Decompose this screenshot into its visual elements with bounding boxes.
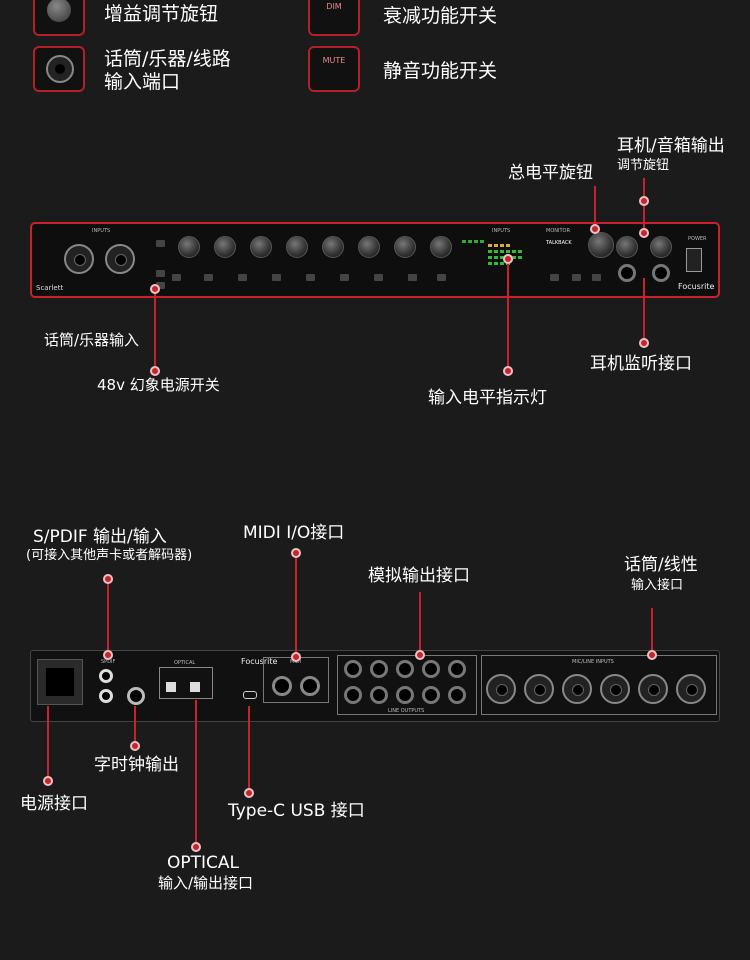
legend-dim: 衰减功能开关 <box>383 5 498 27</box>
front-brand-label: Focusrite <box>678 282 715 291</box>
label-headphone-knob-line1: 耳机/音箱输出 <box>617 136 725 156</box>
meter-inputs-label: INPUTS <box>492 228 511 234</box>
legend-mic-input-line1: 话筒/乐器/线路 <box>104 48 231 70</box>
front-panel: INPUTS Scarlett INPUTS MONITOR TALKBACK … <box>30 222 720 298</box>
combo-jack-icon <box>33 46 85 92</box>
power-label: POWER <box>688 236 707 242</box>
gain-knob-3 <box>250 236 272 258</box>
mute-switch-icon: MUTE <box>308 46 360 92</box>
label-headphone-knob-line2: 调节旋钮 <box>617 158 670 173</box>
label-optical-line1: OPTICAL <box>167 853 240 873</box>
headphone-jack-2 <box>652 264 670 282</box>
midi-in-port <box>300 676 320 696</box>
label-mic-line-line1: 话筒/线性 <box>624 555 698 575</box>
spdif-label: SPDIF <box>101 659 116 665</box>
front-input-1-jack <box>64 244 94 274</box>
label-phantom-power: 48v 幻象电源开关 <box>97 376 220 394</box>
gain-knob-icon <box>33 0 85 36</box>
label-power-socket: 电源接口 <box>20 794 88 814</box>
front-input-2-jack <box>105 244 135 274</box>
back-panel: SPDIF OPTICAL Focusrite MIDI LINE OUTPUT… <box>30 650 720 722</box>
gain-knob-7 <box>394 236 416 258</box>
legend-mute: 静音功能开关 <box>383 60 498 82</box>
label-usb: Type-C USB 接口 <box>228 801 365 821</box>
label-midi: MIDI I/O接口 <box>243 523 345 543</box>
spdif-in-jack <box>99 689 113 703</box>
midi-out-port <box>272 676 292 696</box>
mute-icon-label: MUTE <box>322 56 346 65</box>
midi-group: MIDI <box>263 657 329 703</box>
legend-mic-input-line2: 输入端口 <box>104 71 181 93</box>
spdif-out-jack <box>99 669 113 683</box>
headphone-knob-1 <box>616 236 638 258</box>
gain-knob-8 <box>430 236 452 258</box>
gain-knob-4 <box>286 236 308 258</box>
gain-knob-2 <box>214 236 236 258</box>
optical-group: OPTICAL <box>159 660 213 699</box>
label-master-knob: 总电平旋钮 <box>508 163 593 183</box>
label-spdif-line2: (可接入其他声卡或者解码器) <box>26 548 193 563</box>
word-clock-jack <box>127 687 145 705</box>
master-monitor-knob <box>588 232 614 258</box>
iec-power-socket <box>37 659 83 705</box>
legend-gain: 增益调节旋钮 <box>104 3 219 25</box>
line-outputs-label: LINE OUTPUTS <box>388 708 425 714</box>
gain-knob-1 <box>178 236 200 258</box>
midi-label: MIDI <box>290 659 302 665</box>
optical-label: OPTICAL <box>174 660 196 666</box>
mic-line-inputs-group: MIC/LINE INPUTS <box>481 655 717 715</box>
label-mic-inst-input: 话筒/乐器输入 <box>44 331 140 349</box>
dim-icon-label: DIM <box>326 2 342 11</box>
power-switch <box>686 248 702 272</box>
label-level-meter: 输入电平指示灯 <box>428 388 547 408</box>
talkback-label: TALKBACK <box>546 240 572 246</box>
front-model-label: Scarlett <box>36 284 64 292</box>
dim-switch-icon: DIM <box>308 0 360 36</box>
label-word-clock: 字时钟输出 <box>94 755 179 775</box>
mic-line-inputs-label: MIC/LINE INPUTS <box>572 659 614 665</box>
gain-knob-5 <box>322 236 344 258</box>
label-headphone-jack: 耳机监听接口 <box>590 354 692 374</box>
gain-knob-6 <box>358 236 380 258</box>
usb-c-port <box>243 691 257 699</box>
front-inputs-label: INPUTS <box>92 228 111 234</box>
back-brand-label: Focusrite <box>241 657 278 666</box>
headphone-jack-1 <box>618 264 636 282</box>
headphone-knob-2 <box>650 236 672 258</box>
input-level-meters <box>460 236 540 272</box>
label-mic-line-line2: 输入接口 <box>631 578 684 593</box>
label-spdif-line1: S/PDIF 输出/输入 <box>33 527 167 547</box>
label-optical-line2: 输入/输出接口 <box>158 874 254 892</box>
monitor-label: MONITOR <box>546 228 570 234</box>
label-analog-out: 模拟输出接口 <box>368 566 470 586</box>
line-outputs-group: LINE OUTPUTS <box>337 655 477 715</box>
